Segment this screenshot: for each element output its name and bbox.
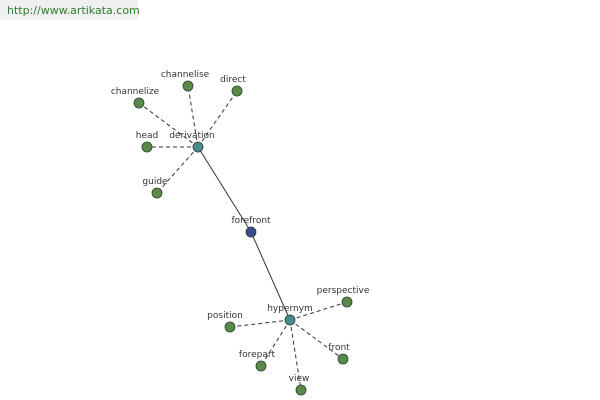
word-node-position[interactable]: position [207,311,243,333]
word-node-dot[interactable] [341,296,353,308]
word-node-front[interactable]: front [328,343,350,365]
word-node-label: channelise [161,70,210,80]
word-node-forepart[interactable]: forepart [239,350,276,372]
word-node-dot[interactable] [182,80,194,92]
edge-hypernym-view [289,319,302,391]
center-node-label: forefront [231,216,271,226]
relation-node-dot[interactable] [192,141,204,153]
word-node-direct[interactable]: direct [220,75,246,97]
nodes: forefront derivation hypernym channelise dir… [111,70,370,396]
relation-node-dot[interactable] [284,314,296,326]
url-bar: http://www.artikata.com [0,0,140,20]
relation-node-label: hypernym [267,304,313,314]
word-node-dot[interactable] [255,360,267,372]
edge-forefront-hypernym [250,231,291,321]
word-node-dot[interactable] [224,321,236,333]
edge-forefront-derivation [197,146,252,233]
word-node-dot[interactable] [141,141,153,153]
word-node-view[interactable]: view [289,374,310,396]
edge-hypernym-forepart [260,319,291,367]
word-node-label: guide [142,177,168,187]
word-node-label: view [289,374,310,384]
edge-hypernym-perspective [289,301,348,321]
word-node-head[interactable]: head [136,131,158,153]
site-url-link[interactable]: http://www.artikata.com [7,4,140,17]
word-node-label: channelize [111,87,160,97]
word-node-channelize[interactable]: channelize [111,87,160,109]
edges [138,85,348,391]
relation-node-hypernym[interactable]: hypernym [267,304,313,326]
word-node-label: front [328,343,350,353]
word-node-dot[interactable] [133,97,145,109]
center-node-forefront[interactable]: forefront [231,216,271,238]
word-node-perspective[interactable]: perspective [317,286,370,308]
edge-derivation-channelise [187,85,199,148]
word-node-dot[interactable] [151,187,163,199]
edge-derivation-guide [156,146,199,194]
word-node-label: perspective [317,286,370,296]
word-node-dot[interactable] [231,85,243,97]
word-node-guide[interactable]: guide [142,177,168,199]
word-node-label: head [136,131,158,141]
word-node-dot[interactable] [337,353,349,365]
word-node-channelise[interactable]: channelise [161,70,210,92]
edge-derivation-channelize [138,102,199,148]
edge-derivation-direct [197,90,238,148]
word-node-label: forepart [239,350,276,360]
word-node-label: position [207,311,243,321]
center-node-dot[interactable] [245,226,257,238]
word-node-dot[interactable] [295,384,307,396]
relation-node-label: derivation [169,131,215,141]
word-node-label: direct [220,75,246,85]
edge-hypernym-front [289,319,344,360]
relation-node-derivation[interactable]: derivation [169,131,215,153]
edge-hypernym-position [229,319,291,328]
